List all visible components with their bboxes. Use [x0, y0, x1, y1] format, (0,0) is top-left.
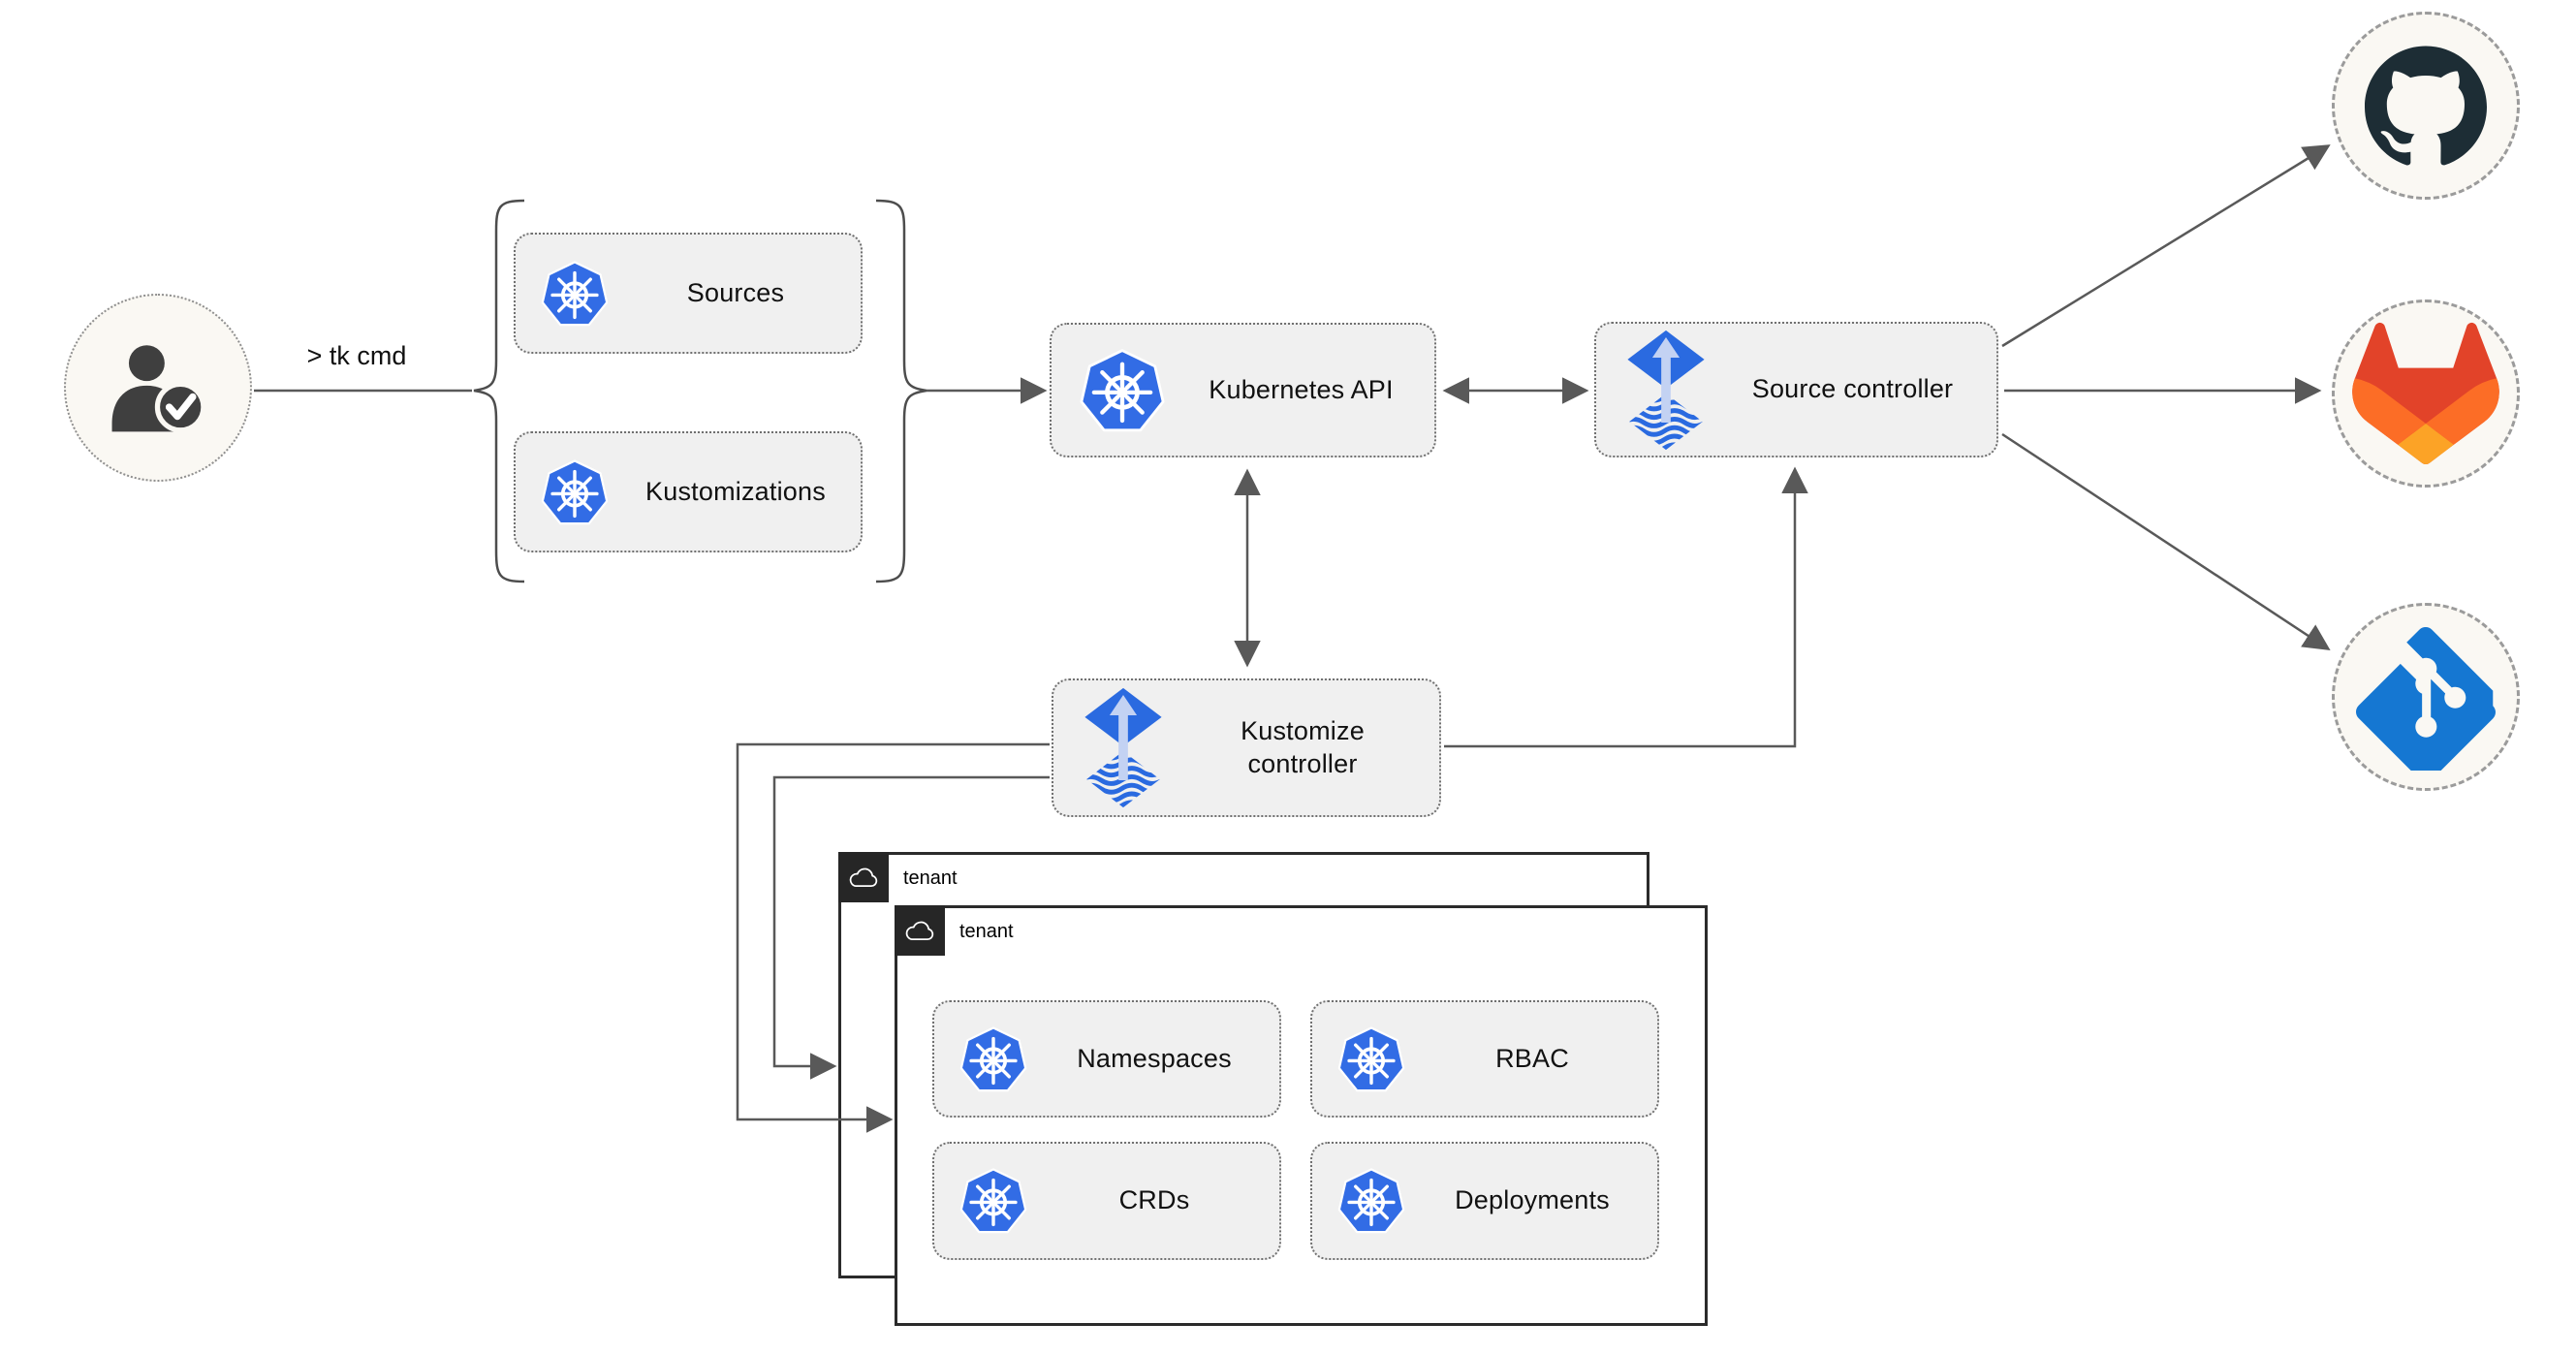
- cli-command-label: > tk cmd: [306, 341, 407, 370]
- gitlab-repo: [2332, 299, 2520, 488]
- node-kustomizations: Kustomizations: [514, 431, 863, 552]
- node-deployments: Deployments: [1310, 1142, 1659, 1260]
- kubernetes-icon: [1335, 1165, 1407, 1237]
- flux-icon: [1623, 329, 1709, 452]
- edge-source-to-github: [2001, 144, 2331, 348]
- tenant-label: tenant: [959, 921, 1014, 942]
- edge-kustomize-to-source: [1444, 466, 1808, 748]
- kubernetes-icon: [539, 258, 611, 330]
- bracket-right: [875, 199, 927, 583]
- edge-source-to-git: [2001, 432, 2331, 651]
- node-label: Sources: [686, 277, 785, 307]
- cloud-icon: [904, 920, 935, 942]
- node-label: Kubernetes API: [1209, 374, 1394, 404]
- tenant-label: tenant: [903, 867, 958, 889]
- git-repo: [2332, 603, 2520, 791]
- node-kustomize-controller: Kustomize controller: [1052, 678, 1441, 817]
- user-avatar: [64, 294, 252, 482]
- node-rbac: RBAC: [1310, 1000, 1659, 1118]
- kubernetes-icon: [1077, 345, 1168, 436]
- node-source-controller: Source controller: [1594, 322, 1998, 457]
- node-label: RBAC: [1495, 1043, 1569, 1073]
- node-crds: CRDs: [932, 1142, 1281, 1260]
- gitlab-icon: [2280, 248, 2571, 539]
- kubernetes-icon: [958, 1024, 1029, 1095]
- kubernetes-icon: [958, 1165, 1029, 1237]
- node-label: Kustomize controller: [1241, 715, 1365, 778]
- github-icon: [2365, 45, 2487, 167]
- tenant-tab: [838, 852, 889, 902]
- node-label: CRDs: [1118, 1185, 1190, 1215]
- node-label: Namespaces: [1077, 1043, 1232, 1073]
- kubernetes-icon: [1335, 1024, 1407, 1095]
- user-check-icon: [102, 336, 214, 439]
- node-kubernetes-api: Kubernetes API: [1050, 323, 1436, 457]
- node-label: Deployments: [1455, 1185, 1610, 1215]
- kubernetes-icon: [539, 457, 611, 528]
- flux-icon: [1081, 686, 1166, 809]
- node-label: Kustomizations: [645, 476, 826, 506]
- git-icon: [2352, 623, 2499, 771]
- cloud-icon: [848, 867, 879, 889]
- github-repo: [2332, 12, 2520, 200]
- node-sources: Sources: [514, 233, 863, 354]
- node-namespaces: Namespaces: [932, 1000, 1281, 1118]
- node-label: Source controller: [1751, 374, 1954, 404]
- tenant-tab: [895, 905, 945, 956]
